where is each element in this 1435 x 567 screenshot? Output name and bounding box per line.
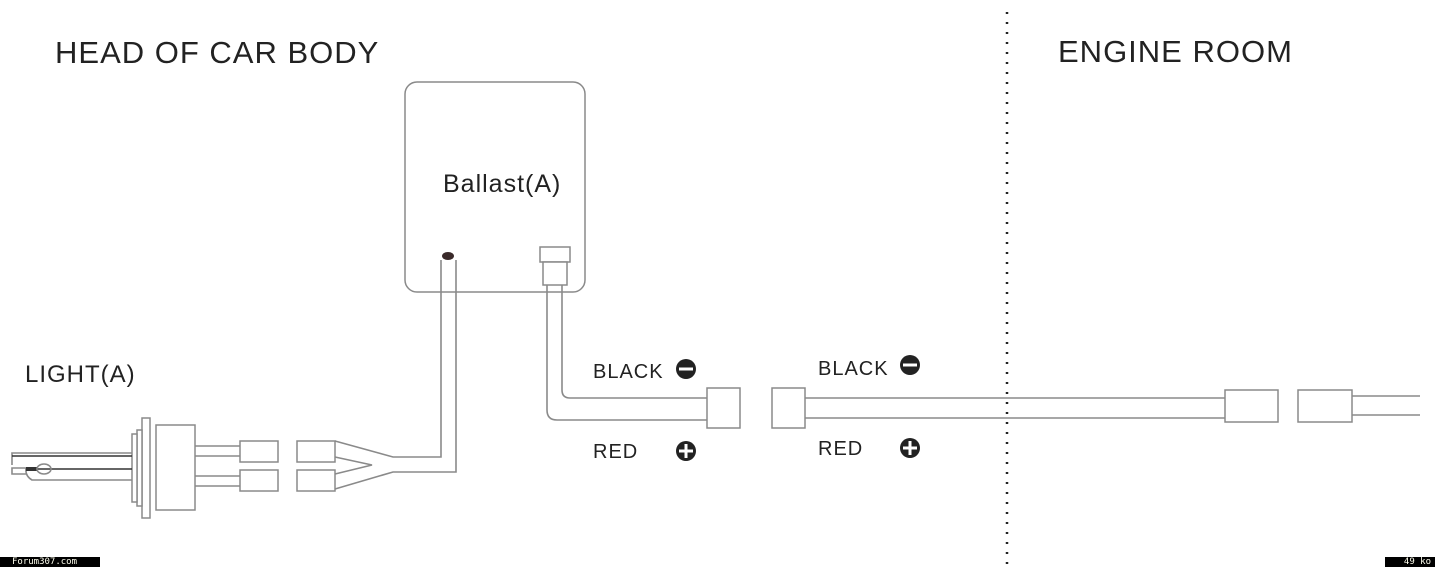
connector bbox=[296, 469, 336, 492]
black-wire-label: BLACK bbox=[818, 358, 889, 380]
connector bbox=[296, 440, 336, 463]
connector bbox=[239, 469, 279, 492]
ballast-label: Ballast(A) bbox=[443, 170, 561, 198]
plus-icon bbox=[676, 441, 696, 461]
watermark-size: 49 ko bbox=[1385, 557, 1435, 567]
red-wire-label: RED bbox=[818, 438, 863, 460]
hid-bulb bbox=[11, 417, 196, 519]
red-wire-label: RED bbox=[593, 441, 638, 463]
ballast-box: Ballast(A) bbox=[404, 81, 586, 293]
light-label: LIGHT(A) bbox=[25, 361, 136, 388]
connector bbox=[239, 440, 279, 463]
minus-icon bbox=[900, 355, 920, 375]
minus-icon bbox=[676, 359, 696, 379]
connector bbox=[1224, 389, 1279, 423]
connector bbox=[1297, 389, 1353, 423]
bulb-cable bbox=[195, 260, 457, 492]
head-of-car-body-label: HEAD OF CAR BODY bbox=[55, 35, 379, 70]
plus-icon bbox=[900, 438, 920, 458]
connector bbox=[706, 387, 741, 429]
black-wire-label: BLACK bbox=[593, 361, 664, 383]
watermark-site: Forum307.com bbox=[0, 557, 100, 567]
ballast-input-port bbox=[539, 246, 571, 263]
connector bbox=[771, 387, 806, 429]
power-cable bbox=[546, 285, 1420, 429]
ballast-output-port bbox=[442, 252, 454, 260]
engine-room-label: ENGINE ROOM bbox=[1058, 34, 1293, 69]
